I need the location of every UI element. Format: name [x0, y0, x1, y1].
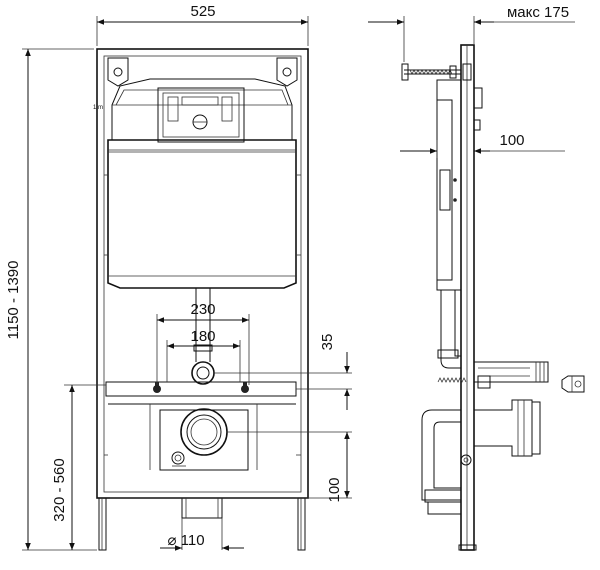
dim-depth-max: макс 175: [368, 4, 575, 62]
side-view: макс 175 100: [368, 4, 585, 551]
dim-width: 525: [96, 3, 309, 46]
flush-plate-opening: [157, 87, 245, 143]
side-cistern: [436, 79, 483, 291]
dim-height: 1150 - 1390: [5, 48, 97, 551]
dim-offset-large: 100: [227, 431, 352, 503]
left-leg: [98, 497, 107, 551]
side-rail-marks: [104, 174, 301, 456]
offset-large-label: 100: [326, 477, 343, 502]
cistern-top: 1.m: [93, 78, 293, 143]
outlet-bracket: [108, 403, 296, 471]
frame-outline: [96, 48, 309, 499]
dim-offset-small: 35: [214, 334, 352, 410]
side-outlet-elbow: [421, 409, 472, 515]
side-flush-pipe: [437, 290, 461, 369]
depth-label: 100: [499, 132, 524, 149]
dim-span-inner: 180: [166, 328, 241, 382]
span-inner-label: 180: [190, 328, 215, 345]
svg-text:1.m: 1.m: [93, 105, 103, 111]
side-bowl-connector: [437, 361, 585, 393]
side-frame: [460, 44, 475, 551]
outlet-stub: [181, 497, 223, 519]
cistern-body: [107, 139, 297, 289]
dim-outlet-height: 320 - 560: [51, 384, 106, 550]
side-pan-connector: [473, 399, 541, 457]
width-label: 525: [190, 3, 215, 20]
span-outer-label: 230: [190, 301, 215, 318]
outlet-height-label: 320 - 560: [51, 458, 68, 521]
height-label: 1150 - 1390: [5, 261, 22, 340]
frame-inner-outline: [103, 55, 302, 493]
dim-span-outer: 230: [156, 301, 250, 385]
depth-max-label: макс 175: [507, 4, 569, 21]
dim-depth: 100: [400, 132, 565, 158]
dim-pipe-diameter: ⌀ 110: [160, 518, 244, 551]
offset-small-label: 35: [319, 334, 336, 351]
top-brackets: [107, 57, 298, 87]
wall-anchor: [401, 63, 472, 81]
front-view: 1.m: [5, 3, 352, 551]
right-leg: [297, 497, 306, 551]
pipe-diameter-label: ⌀ 110: [167, 532, 204, 549]
